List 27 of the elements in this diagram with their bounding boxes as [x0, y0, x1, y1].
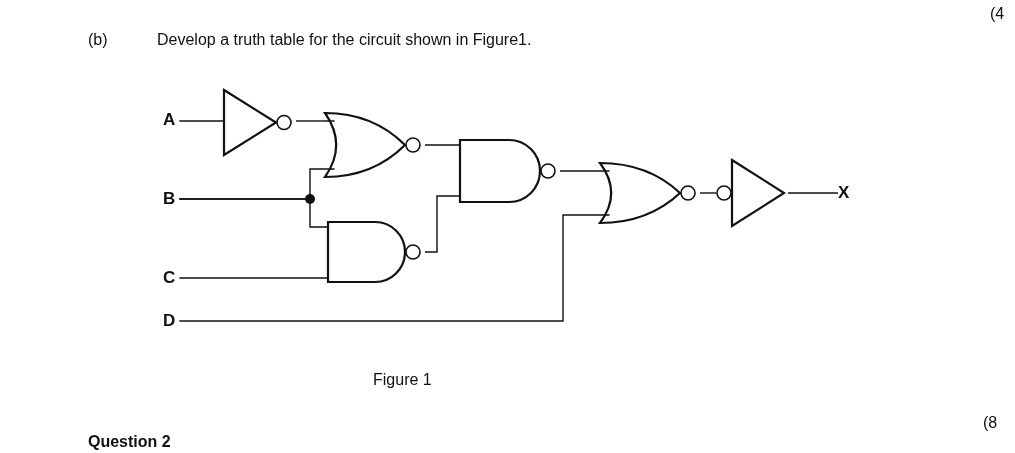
input-label: D [163, 311, 176, 332]
wire [178, 120, 225, 122]
marks-note: (4 [990, 4, 1005, 24]
nand-gate-symbol [460, 140, 556, 202]
figure-caption: Figure 1 [373, 370, 432, 390]
input-label: C [163, 268, 176, 289]
question-heading: Question 2 [88, 432, 171, 452]
nor-gate-symbol [325, 113, 421, 177]
output-label: X [838, 183, 850, 204]
input-label: A [163, 110, 176, 131]
input-label: B [163, 189, 176, 210]
wire [178, 214, 601, 322]
marks-note: (8 [983, 413, 998, 433]
question-text: Develop a truth table for the circuit shown in Figure1. [157, 30, 532, 50]
wire [787, 192, 839, 194]
wire [559, 170, 601, 172]
wire [178, 277, 329, 279]
wire [424, 195, 461, 253]
wire [699, 192, 717, 194]
wire [295, 120, 326, 122]
not-gate-symbol [716, 160, 784, 226]
not-gate-symbol [224, 90, 292, 155]
nor-gate-symbol [600, 163, 696, 223]
wire [178, 198, 329, 228]
wire [424, 144, 461, 146]
part-label: (b) [88, 30, 108, 50]
nand-gate-symbol [328, 222, 421, 282]
